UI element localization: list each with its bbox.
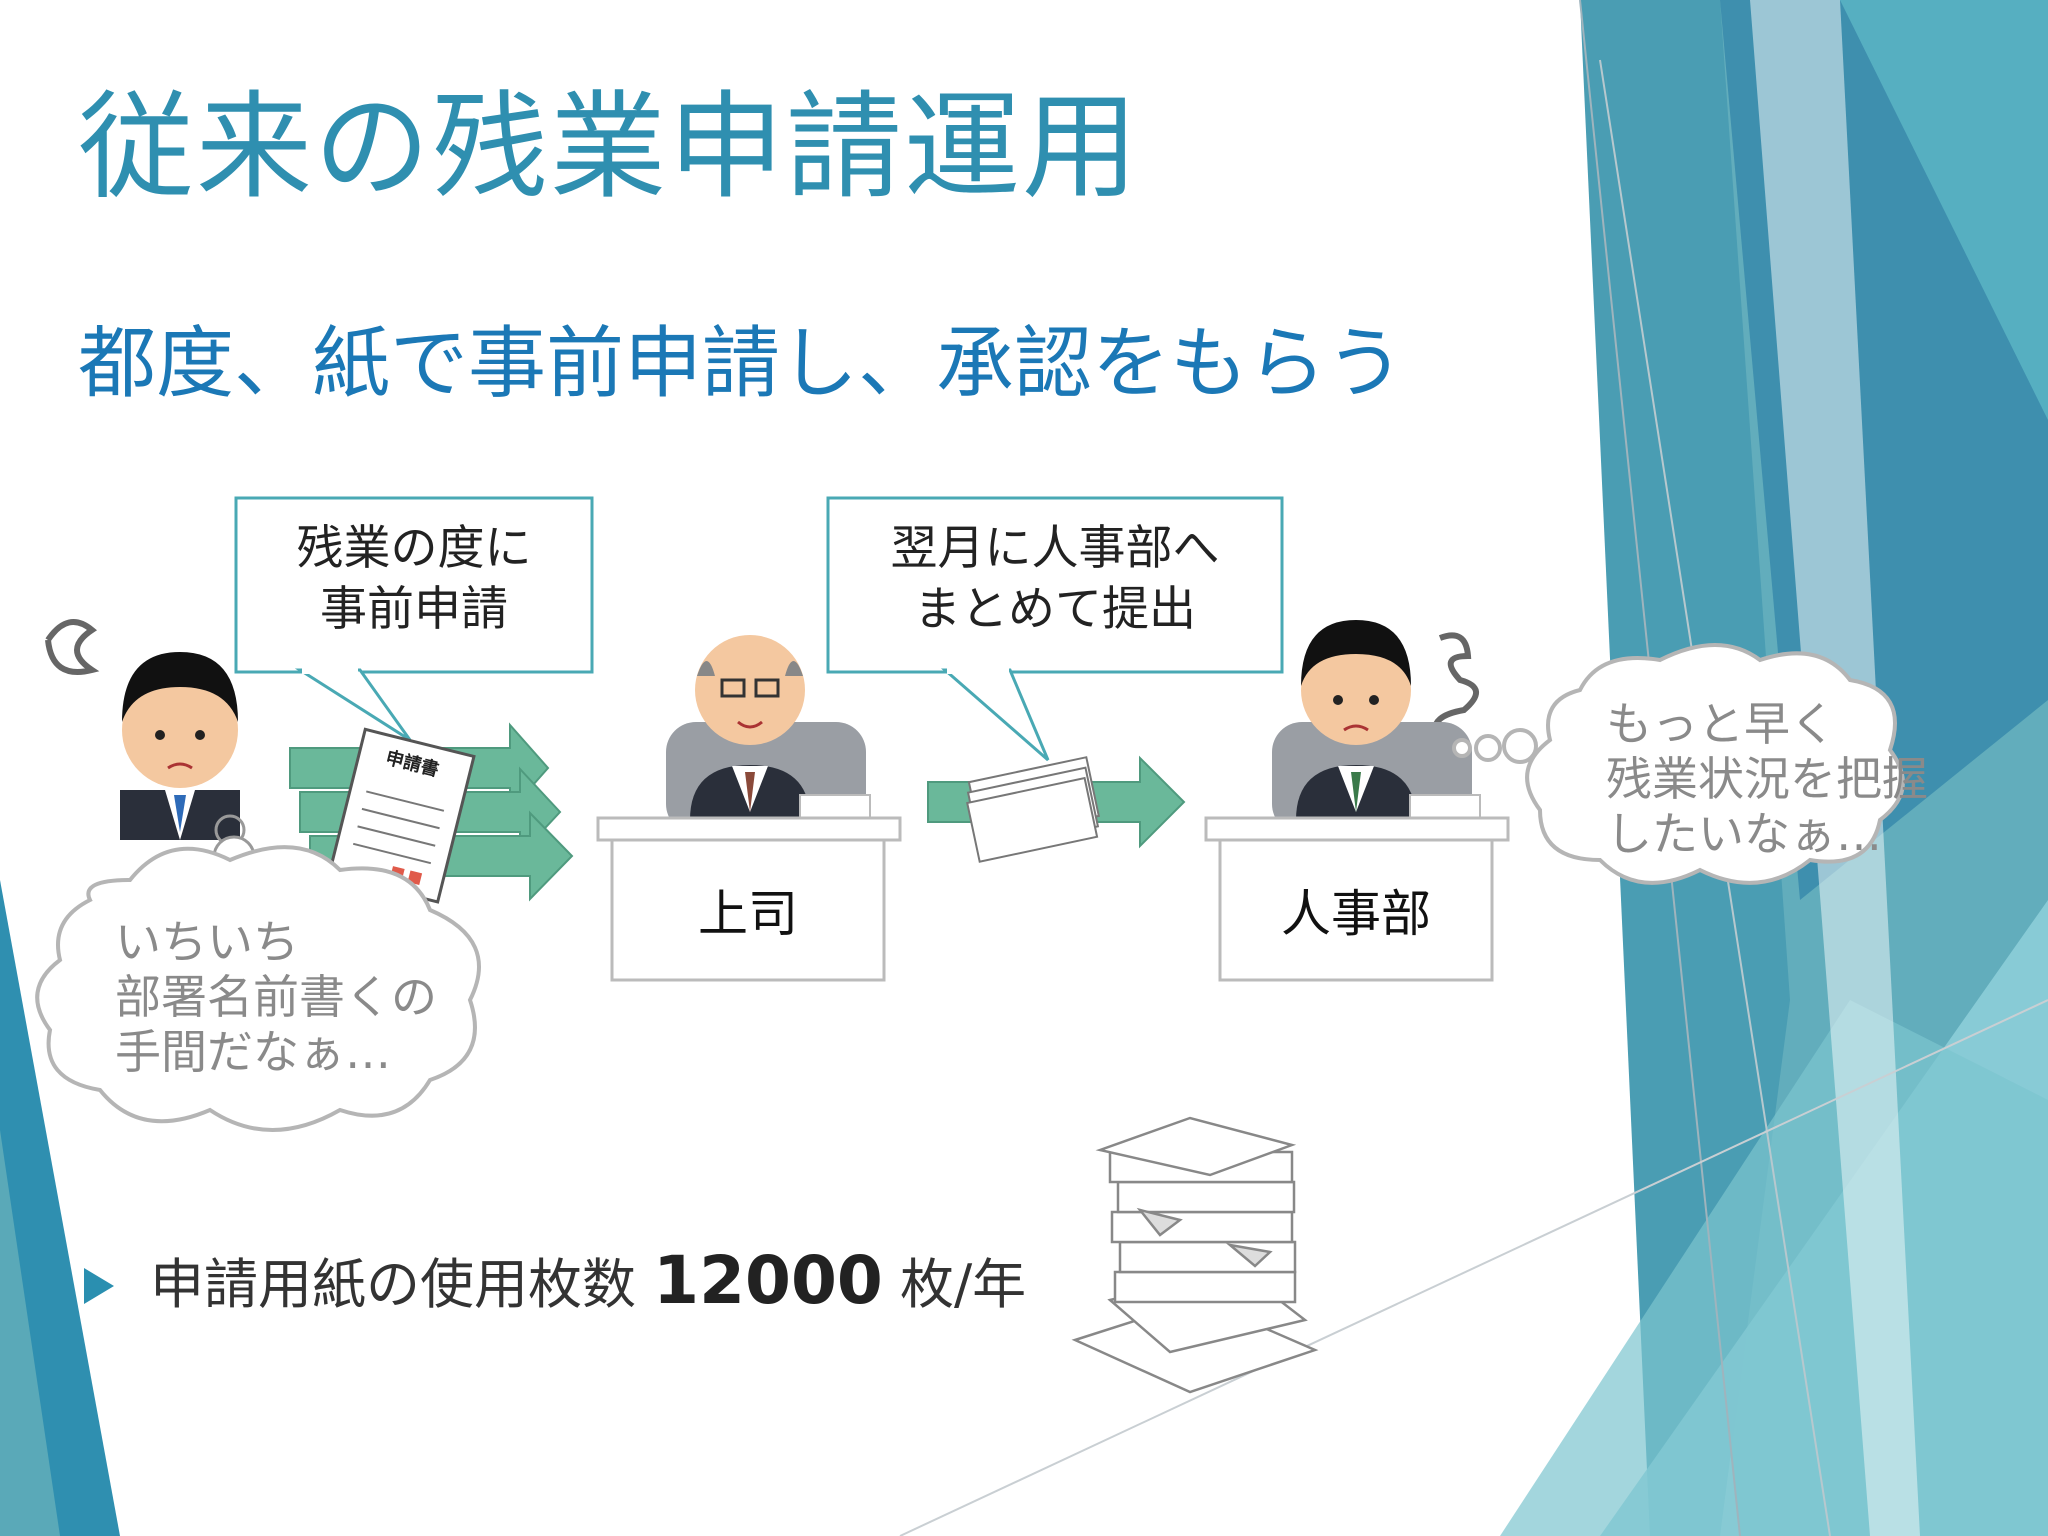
thought-text-hr: もっと早く 残業状況を把握 したいなぁ… [1606,697,1928,863]
callout-left-line1: 残業の度に [296,521,532,576]
page-title: 従来の残業申請運用 [78,80,1140,215]
callout-right: 翌月に人事部へ まとめて提出 [828,518,1282,640]
bullet-text: 申請用紙の使用枚数 [150,1253,636,1316]
callout-left-line2: 事前申請 [320,582,508,638]
thought-text-employee: いちいち 部署名前書くの 手間だなぁ… [115,915,437,1081]
paper-pile-icon [1071,1116,1319,1394]
subtitle: 都度、紙で事前申請し、承認をもらう [78,319,1405,409]
callout-right-line2: まとめて提出 [914,582,1196,638]
bullet-triangle-icon [84,1268,114,1304]
thought-hr-line2: 残業状況を把握 [1606,752,1928,807]
thought-hr-line3: したいなぁ… [1606,807,1882,862]
boss-desk [596,794,902,982]
thought-cloud-hr [1452,643,1905,885]
bullet-unit: 枚/年 [899,1253,1027,1316]
thought-employee-line1: いちいち [115,915,299,969]
thought-hr-line1: もっと早く [1606,697,1836,751]
thought-employee-line3: 手間だなぁ… [115,1025,391,1080]
bullet-value: 12000 [653,1242,883,1319]
paper-stack-icon [966,756,1100,863]
callout-box-left [234,496,594,742]
employee-figure [45,619,256,879]
callout-right-line1: 翌月に人事部へ [890,521,1220,576]
hr-desk [1204,794,1510,982]
callout-box-right [826,496,1284,762]
bullet-item: 申請用紙の使用枚数 12000 枚/年 [150,1240,1026,1319]
desk-label-boss: 上司 [698,885,798,943]
desk-label-hr: 人事部 [1281,885,1431,943]
thought-employee-line2: 部署名前書くの [115,970,437,1025]
callout-left: 残業の度に 事前申請 [236,518,592,640]
thought-cloud-employee [35,845,481,1132]
